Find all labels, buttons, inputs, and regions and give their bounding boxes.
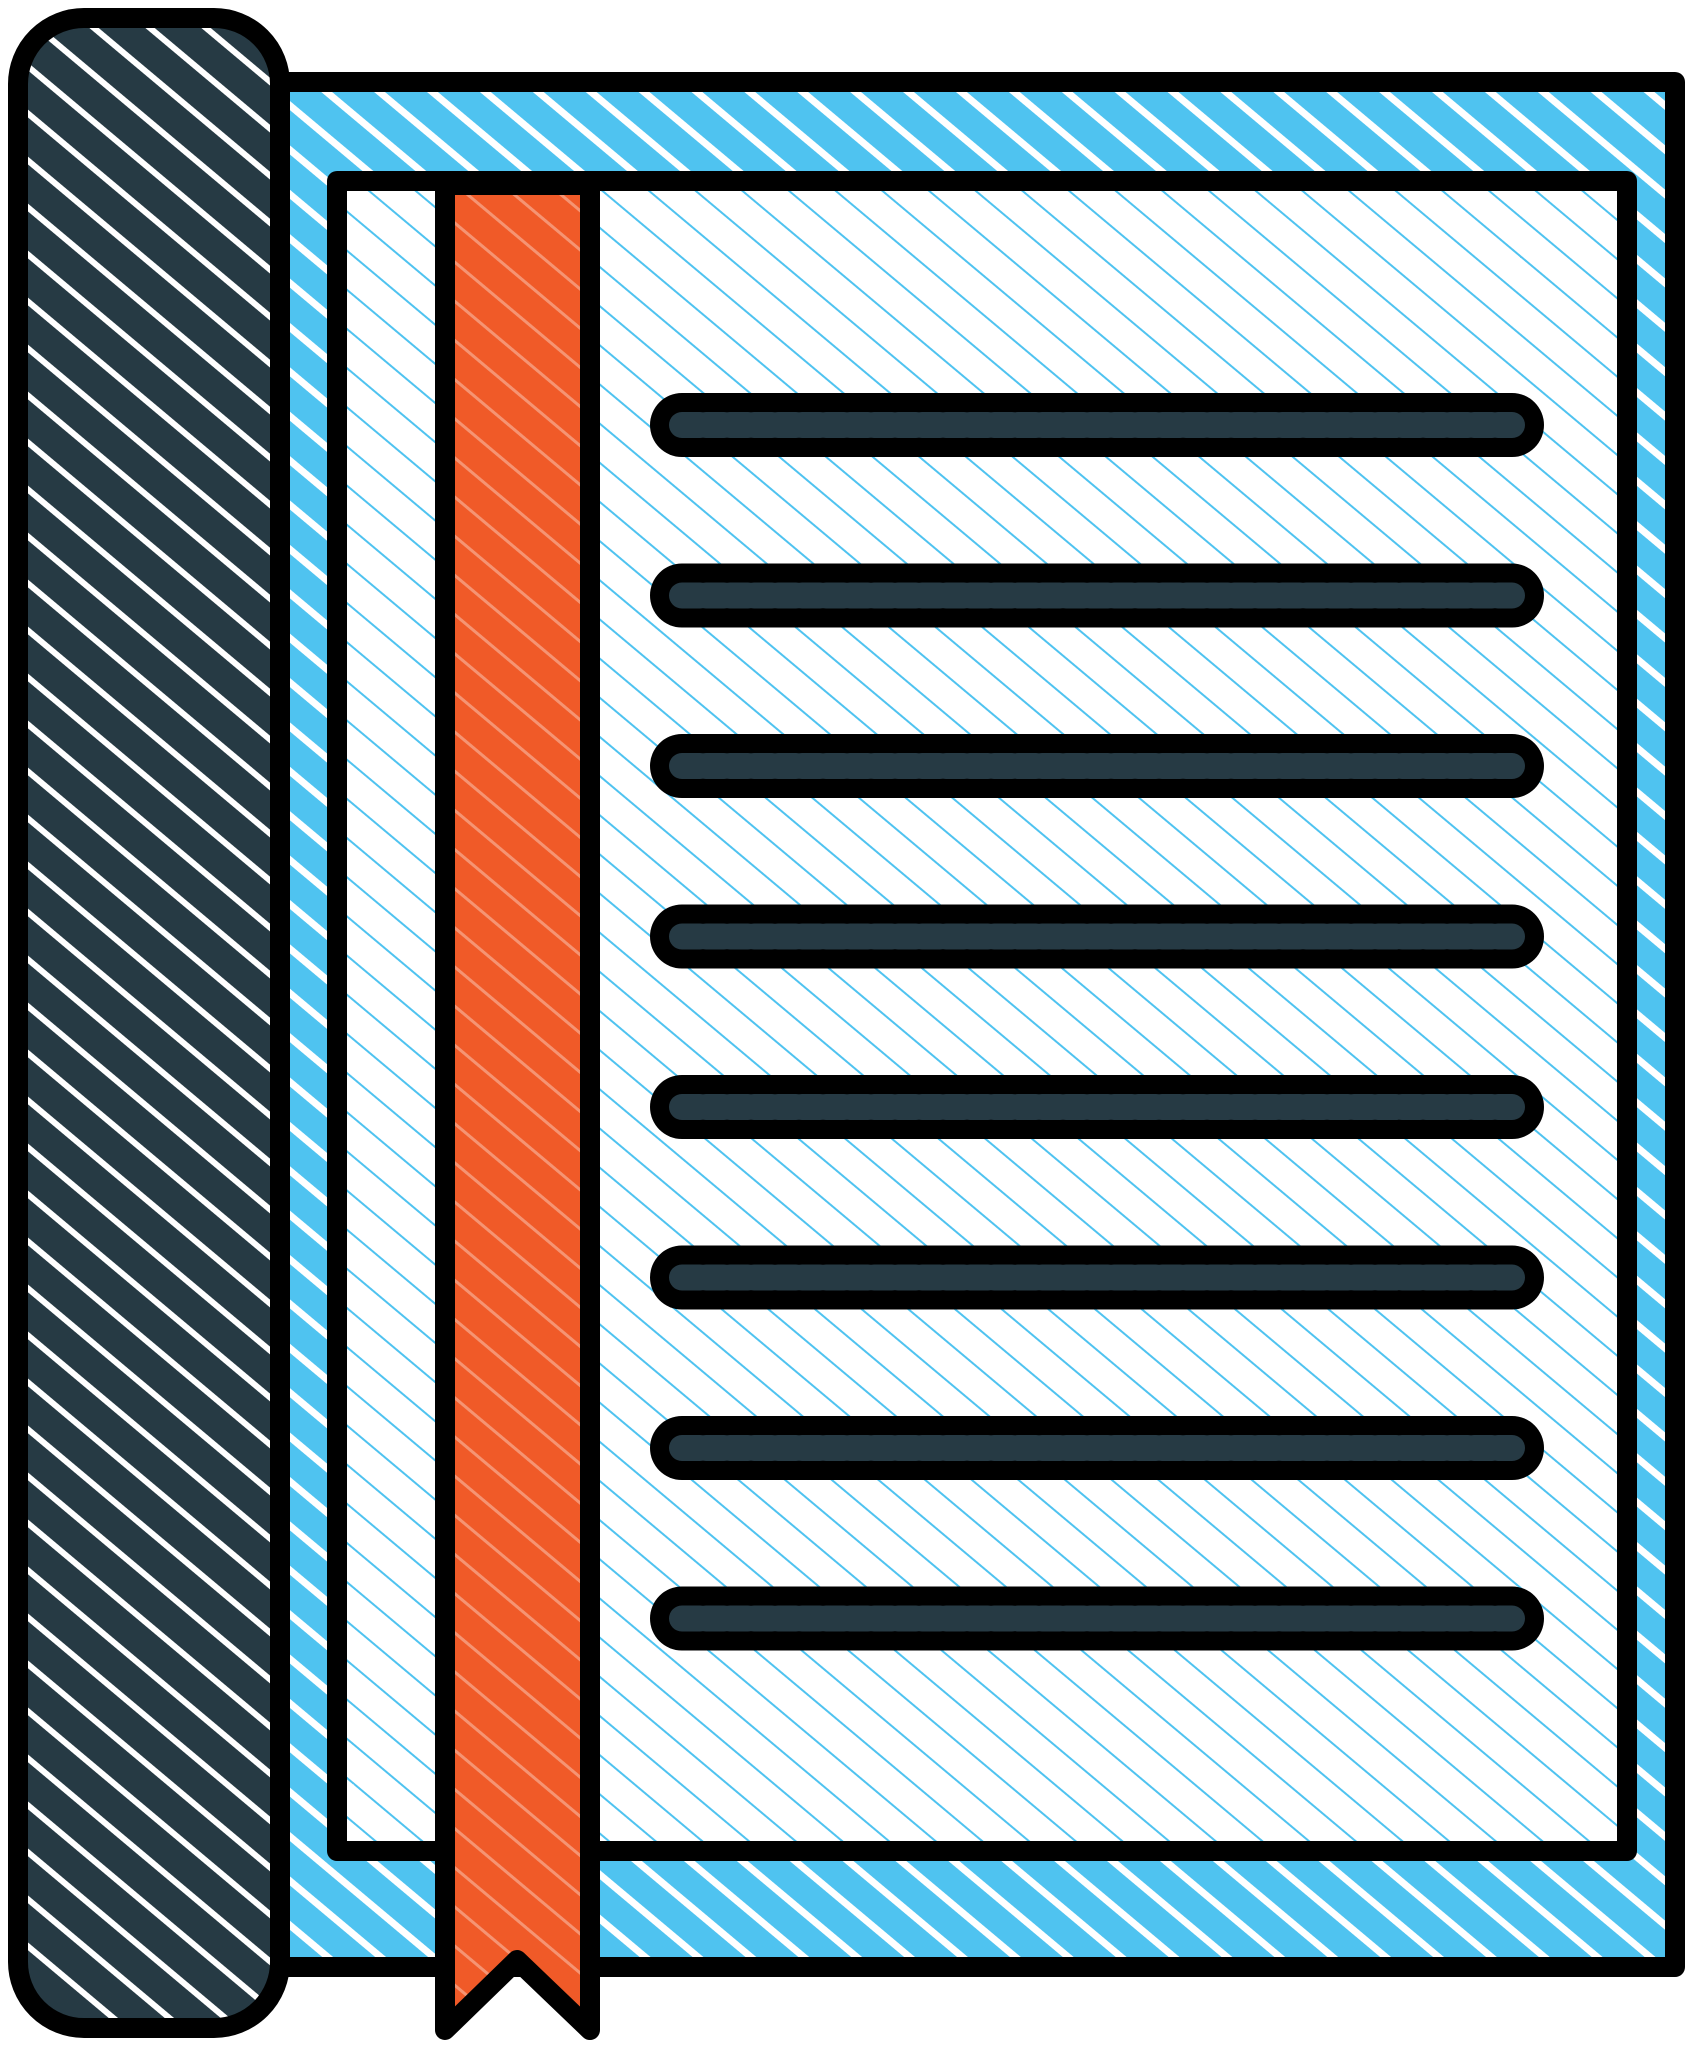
bookmark-ribbon — [435, 175, 600, 2040]
text-lines — [650, 393, 1544, 1651]
book-spine — [8, 8, 290, 2038]
